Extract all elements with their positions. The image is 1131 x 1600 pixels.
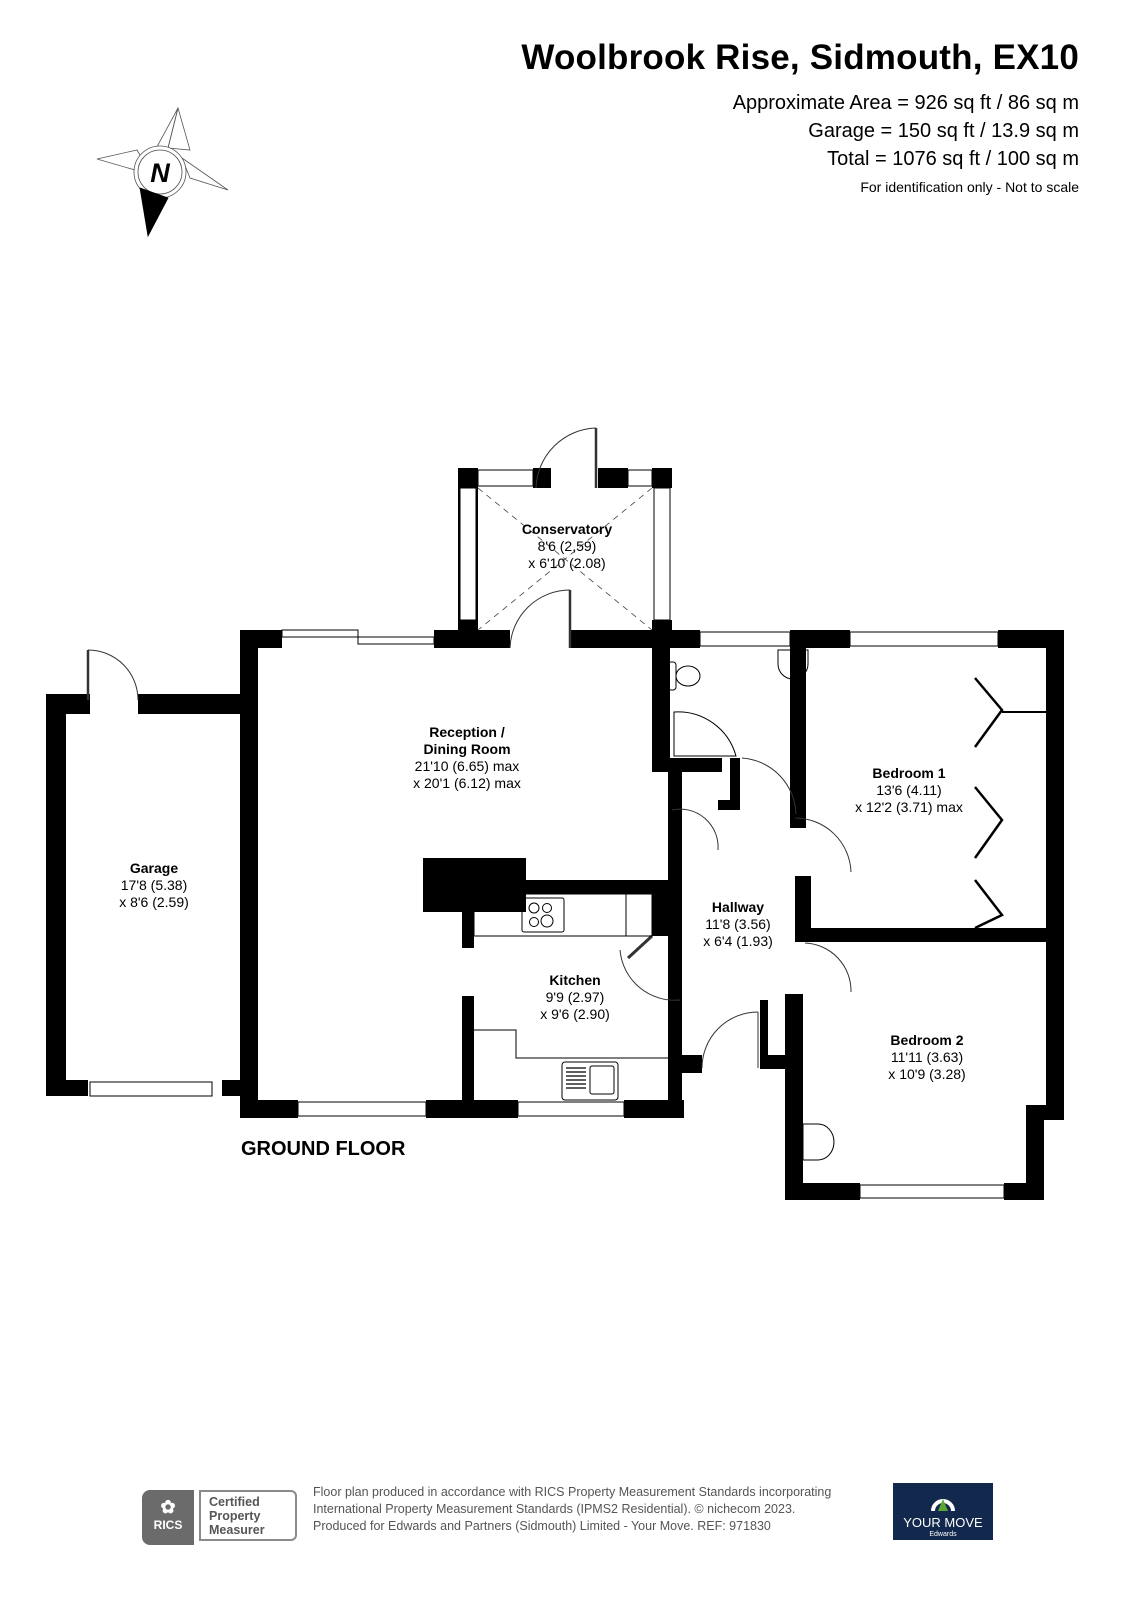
- brand-name: YOUR MOVE: [903, 1515, 983, 1530]
- room-label-reception: Reception / Dining Room 21'10 (6.65) max…: [413, 724, 521, 791]
- badge-line-1: Certified: [209, 1495, 260, 1509]
- legal-line-1: Floor plan produced in accordance with R…: [313, 1485, 832, 1499]
- room-label-bedroom-1: Bedroom 1 13'6 (4.11) x 12'2 (3.71) max: [855, 765, 963, 815]
- floor-label: GROUND FLOOR: [241, 1138, 406, 1160]
- badge-line-3: Measurer: [209, 1523, 265, 1537]
- garage-wall-left: [46, 694, 66, 1096]
- badge-line-2: Property: [209, 1509, 261, 1523]
- rics-logo-icon: ✿ RICS: [142, 1490, 194, 1545]
- room-label-kitchen: Kitchen 9'9 (2.97) x 9'6 (2.90): [540, 972, 610, 1022]
- garage-area: Garage = 150 sq ft / 13.9 sq m: [808, 120, 1079, 142]
- your-move-logo-icon: [931, 1499, 955, 1512]
- toilet-icon: [667, 661, 701, 691]
- room-label-bedroom-2: Bedroom 2 11'11 (3.63) x 10'9 (3.28): [888, 1032, 966, 1082]
- legal-line-3: Produced for Edwards and Partners (Sidmo…: [313, 1519, 771, 1533]
- rics-certified-badge: ✿ RICS Certified Property Measurer: [142, 1490, 302, 1545]
- legal-notice: Floor plan produced in accordance with R…: [313, 1484, 831, 1535]
- legal-line-2: International Property Measurement Stand…: [313, 1502, 796, 1516]
- property-title: Woolbrook Rise, Sidmouth, EX10: [521, 38, 1079, 77]
- sink-icon: [561, 1061, 619, 1101]
- hob-icon: [521, 897, 565, 933]
- scale-disclaimer: For identification only - Not to scale: [860, 179, 1079, 195]
- basin-icon-bedroom2: [802, 1123, 835, 1161]
- brand-sub: Edwards: [929, 1531, 957, 1538]
- room-label-hallway: Hallway 11'8 (3.56) x 6'4 (1.93): [703, 899, 773, 949]
- basin-icon: [777, 649, 809, 680]
- room-label-conservatory: Conservatory 8'6 (2,59) x 6'10 (2.08): [521, 521, 613, 571]
- svg-text:N: N: [150, 158, 170, 188]
- your-move-logo: YOUR MOVE Edwards: [893, 1483, 993, 1540]
- shower-icon: [673, 711, 737, 757]
- total-area: Total = 1076 sq ft / 100 sq m: [827, 148, 1079, 170]
- approximate-area: Approximate Area = 926 sq ft / 86 sq m: [732, 92, 1079, 114]
- room-label-garage: Garage 17'8 (5.38) x 8'6 (2.59): [119, 860, 189, 910]
- north-compass-icon: N: [96, 106, 229, 238]
